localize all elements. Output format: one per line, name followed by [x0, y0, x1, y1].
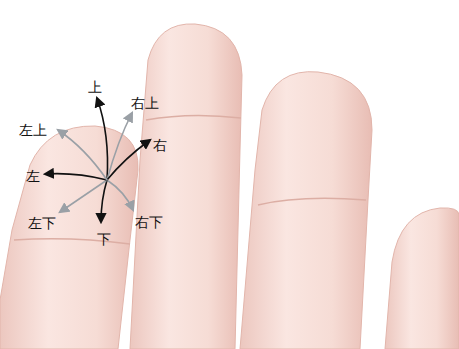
- direction-arrow: [107, 140, 150, 180]
- direction-arrow: [60, 180, 107, 212]
- finger: [385, 208, 459, 349]
- direction-label: 上: [87, 79, 103, 95]
- direction-label: 右下: [134, 214, 164, 230]
- direction-arrow: [107, 113, 132, 180]
- direction-label: 左下: [27, 215, 57, 231]
- direction-arrow: [101, 180, 107, 222]
- direction-arrow: [58, 130, 107, 180]
- direction-label: 左上: [18, 122, 48, 138]
- direction-label: 左: [25, 168, 41, 184]
- finger-crease: [258, 198, 366, 205]
- finger-crease: [14, 239, 130, 244]
- direction-label: 右上: [130, 95, 160, 111]
- finger: [240, 72, 372, 349]
- direction-arrow: [45, 174, 107, 180]
- finger-crease: [146, 115, 241, 120]
- finger: [0, 126, 138, 349]
- direction-label: 右: [152, 137, 168, 153]
- direction-label: 下: [96, 231, 112, 247]
- direction-arrow: [107, 180, 133, 210]
- finger: [130, 24, 242, 349]
